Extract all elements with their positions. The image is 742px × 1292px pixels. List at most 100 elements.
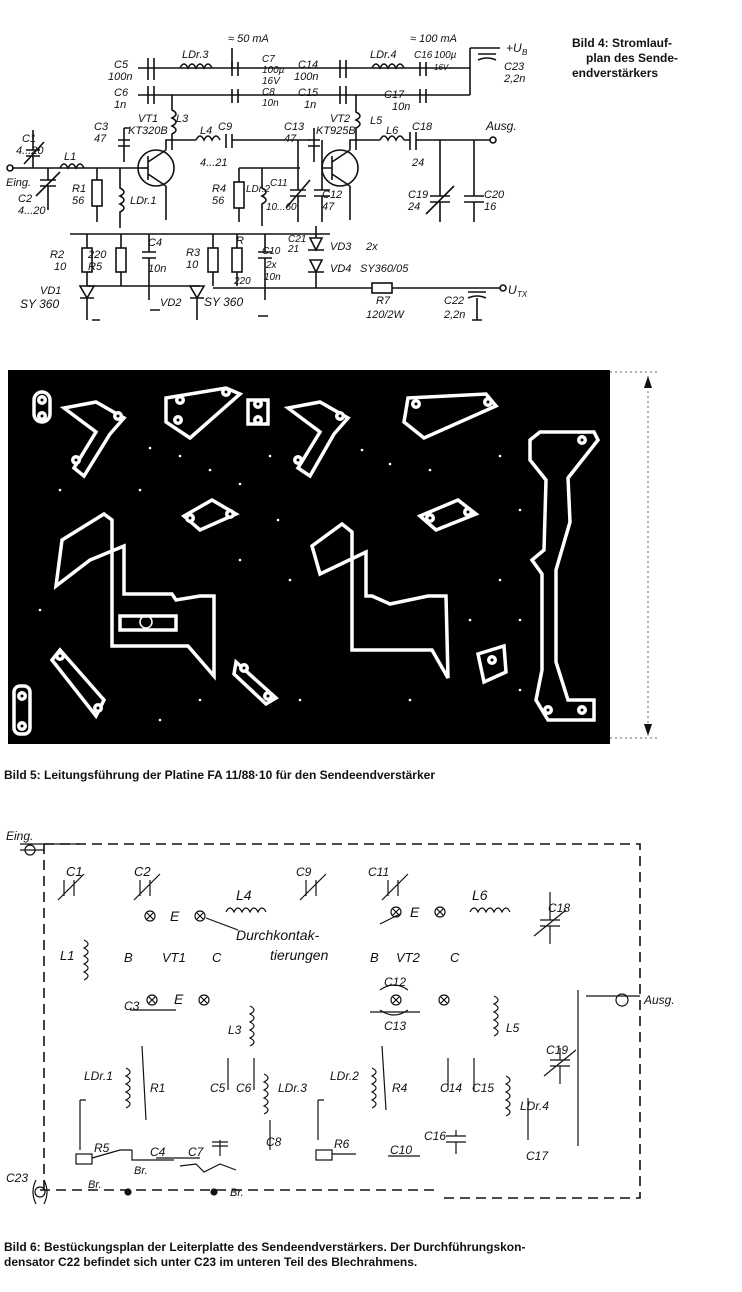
figure-4-caption-line: endverstärkers: [572, 66, 659, 80]
label-l5: L5: [370, 115, 383, 127]
label-ldr3: LDr.3: [182, 49, 209, 61]
label-c3: C3: [94, 121, 109, 133]
label-l4: L4: [200, 125, 212, 137]
label-c20: C20: [484, 189, 505, 201]
figure-4-caption-line: plan des Sende-: [586, 51, 679, 65]
label-r220: 220: [233, 276, 251, 287]
layout-label-c4: C4: [150, 1145, 166, 1159]
label-c12v: 47: [322, 201, 335, 213]
layout-label-c23: C23: [6, 1171, 28, 1185]
label-r7v: 120/2W: [366, 309, 406, 321]
figure-6-caption-line: Bild 6: Bestückungsplan der Leiterplatte…: [4, 1240, 526, 1254]
layout-label-b2: B: [370, 950, 379, 965]
label-c17: C17: [384, 89, 405, 101]
label-vd4: VD4: [330, 263, 351, 275]
label-r: R: [236, 235, 244, 247]
label-r4: R4: [212, 183, 226, 195]
label-eing: Eing.: [6, 177, 31, 189]
layout-label-c-2: C: [450, 950, 460, 965]
layout-label-r1: R1: [150, 1081, 165, 1095]
label-c21v: 21: [287, 244, 299, 255]
layout-label-l5: L5: [506, 1021, 520, 1035]
label-c6v: 1n: [114, 99, 126, 111]
layout-label-l1: L1: [60, 948, 74, 963]
label-c19: C19: [408, 189, 428, 201]
label-i50: ≈ 50 mA: [228, 33, 269, 45]
layout-label-br3: Br.: [230, 1187, 244, 1199]
label-c19v: 24: [407, 201, 420, 213]
label-ldr4: LDr.4: [370, 49, 397, 61]
layout-label-e3: E: [174, 991, 184, 1007]
label-c13v: 47: [284, 133, 297, 145]
label-c7: C7: [262, 54, 275, 65]
label-c8v: 10n: [262, 98, 279, 109]
label-c6: C6: [114, 87, 129, 99]
layout-label-durch2: tierungen: [270, 947, 329, 963]
label-c17v: 10n: [392, 101, 410, 113]
layout-label-ldr4: LDr.4: [520, 1099, 549, 1113]
layout-label-durch1: Durchkontak-: [236, 927, 320, 943]
label-vt1t: KT320B: [128, 125, 168, 137]
layout-label-c15: C15: [472, 1081, 494, 1095]
circuit-schematic: ≈ 50 mA ≈ 100 mA +U B LDr.3 LDr.4 C5 100…: [6, 33, 528, 321]
pcb-layout: [8, 370, 660, 744]
label-r7: R7: [376, 295, 391, 307]
layout-label-e1: E: [170, 908, 180, 924]
layout-label-e2: E: [410, 904, 420, 920]
layout-label-b1: B: [124, 950, 133, 965]
layout-label-c9: C9: [296, 865, 312, 879]
layout-label-c16: C16: [424, 1129, 446, 1143]
layout-label-br2: Br.: [88, 1179, 102, 1191]
label-c9: C9: [218, 121, 232, 133]
figure-5-caption: Bild 5: Leitungsführung der Platine FA 1…: [4, 768, 435, 782]
layout-label-c10: C10: [390, 1143, 412, 1157]
label-c22: C22: [444, 295, 464, 307]
label-c16: C16: [414, 50, 433, 61]
label-ldr1: LDr.1: [130, 195, 157, 207]
label-c5: C5: [114, 59, 129, 71]
label-i100: ≈ 100 mA: [410, 33, 457, 45]
label-c9v: 4...21: [200, 157, 228, 169]
label-c10: C10: [262, 246, 281, 257]
label-c15: C15: [298, 87, 319, 99]
label-c7v: 100µ: [262, 65, 285, 76]
label-utx-sub: TX: [517, 290, 528, 299]
label-vd2: VD2: [160, 297, 181, 309]
label-c15v: 1n: [304, 99, 316, 111]
label-vd3: VD3: [330, 241, 352, 253]
label-ub: +U: [506, 41, 522, 55]
label-c1: C1: [22, 133, 36, 145]
layout-label-c1: C1: [66, 864, 83, 879]
figure-6-caption-line: densator C22 befindet sich unter C23 im …: [4, 1255, 418, 1269]
layout-label-c3: C3: [124, 999, 140, 1013]
label-r2: R2: [50, 249, 64, 261]
figure-4-caption-line: Bild 4: Stromlauf-: [572, 36, 673, 50]
label-c1v: 4...20: [16, 145, 44, 157]
label-c2v: 4...20: [18, 205, 46, 217]
label-r5: R5: [88, 261, 103, 273]
layout-label-c8: C8: [266, 1135, 282, 1149]
layout-label-ldr1: LDr.1: [84, 1069, 113, 1083]
label-c13: C13: [284, 121, 305, 133]
label-c11: C11: [270, 178, 288, 189]
layout-label-c18: C18: [548, 901, 570, 915]
layout-label-c13: C13: [384, 1019, 406, 1033]
layout-label-c11: C11: [368, 865, 389, 879]
label-c18v: 24: [411, 157, 424, 169]
label-vt2: VT2: [330, 113, 350, 125]
label-c23v: 2,2n: [503, 73, 525, 85]
label-c4v: 10n: [148, 263, 166, 275]
label-vd2t: SY 360: [204, 295, 243, 309]
label-c14: C14: [298, 59, 318, 71]
layout-label-vt1: VT1: [162, 950, 186, 965]
layout-label-r6: R6: [334, 1137, 350, 1151]
layout-label-c6: C6: [236, 1081, 252, 1095]
label-vd3x: 2x: [365, 241, 378, 253]
layout-label-br1: Br.: [134, 1165, 148, 1177]
label-c22v: 2,2n: [443, 309, 465, 321]
label-c10v: 2x: [265, 260, 278, 271]
label-c23: C23: [504, 61, 525, 73]
layout-label-c14: C14: [440, 1081, 462, 1095]
label-r1v: 56: [72, 195, 85, 207]
layout-label-c-1: C: [212, 950, 222, 965]
